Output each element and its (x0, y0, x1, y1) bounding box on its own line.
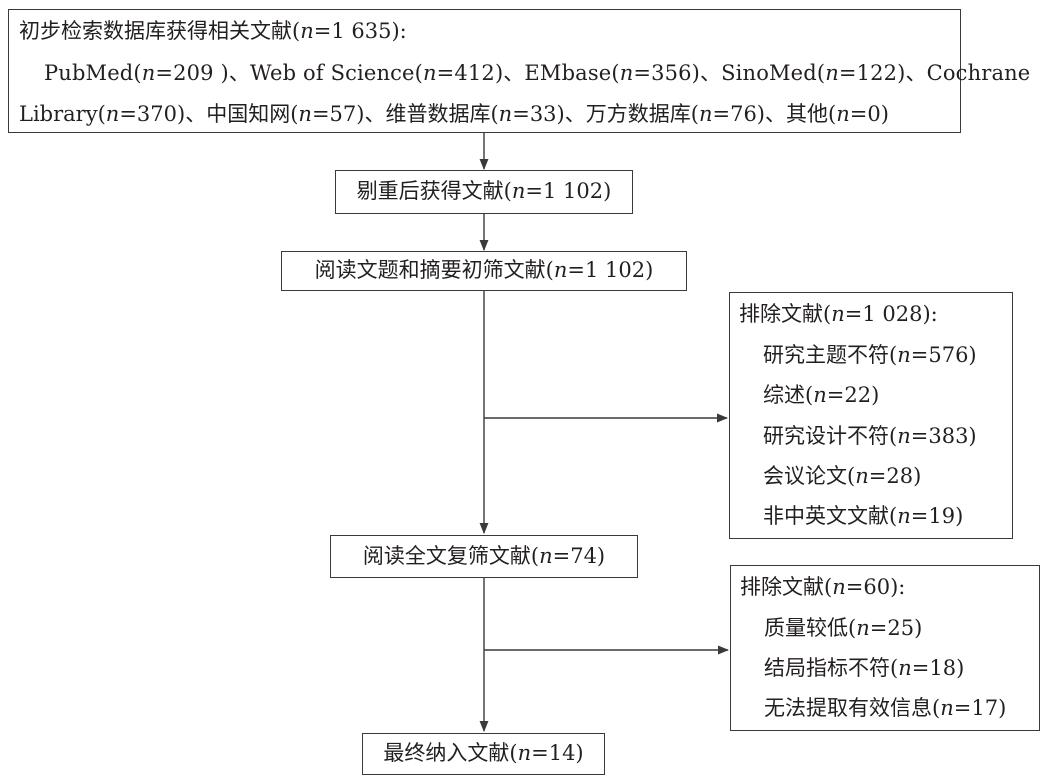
excluded2-item: 质量较低(n=25) (764, 616, 923, 640)
excluded1-item: 会议论文(n=28) (763, 464, 922, 488)
search-line2: PubMed(n=209 )、Web of Science(n=412)、EMb… (44, 61, 1031, 85)
excluded2-item: 结局指标不符(n=18) (764, 656, 965, 680)
fulltext-text: 阅读全文复筛文献(n=74) (362, 543, 606, 568)
search-box: 初步检索数据库获得相关文献(n=1 635): PubMed(n=209 )、W… (8, 9, 1030, 133)
excluded1-title: 排除文献(n=1 028): (739, 302, 938, 326)
search-line1: 初步检索数据库获得相关文献(n=1 635): (19, 19, 407, 43)
excluded1-box: 排除文献(n=1 028): 研究主题不符(n=576) 综述(n=22) 研究… (729, 292, 1013, 539)
excluded1-item: 非中英文文献(n=19) (763, 504, 964, 528)
excluded2-item: 无法提取有效信息(n=17) (764, 696, 1007, 720)
screen-box: 阅读文题和摘要初筛文献(n=1 102) (281, 251, 687, 291)
screen-text: 阅读文题和摘要初筛文献(n=1 102) (314, 258, 654, 283)
excluded1-item: 研究主题不符(n=576) (763, 343, 977, 367)
excluded1-item: 综述(n=22) (763, 383, 880, 407)
final-box: 最终纳入文献(n=14) (362, 733, 605, 775)
search-line3: Library(n=370)、中国知网(n=57)、维普数据库(n=33)、万方… (19, 102, 889, 126)
dedup-text: 剔重后获得文献(n=1 102) (356, 179, 612, 204)
dedup-box: 剔重后获得文献(n=1 102) (335, 170, 633, 214)
final-text: 最终纳入文献(n=14) (383, 741, 584, 766)
excluded2-title: 排除文献(n=60): (740, 575, 906, 599)
fulltext-box: 阅读全文复筛文献(n=74) (330, 535, 638, 578)
excluded2-box: 排除文献(n=60): 质量较低(n=25) 结局指标不符(n=18) 无法提取… (730, 565, 1040, 731)
excluded1-item: 研究设计不符(n=383) (763, 424, 977, 448)
